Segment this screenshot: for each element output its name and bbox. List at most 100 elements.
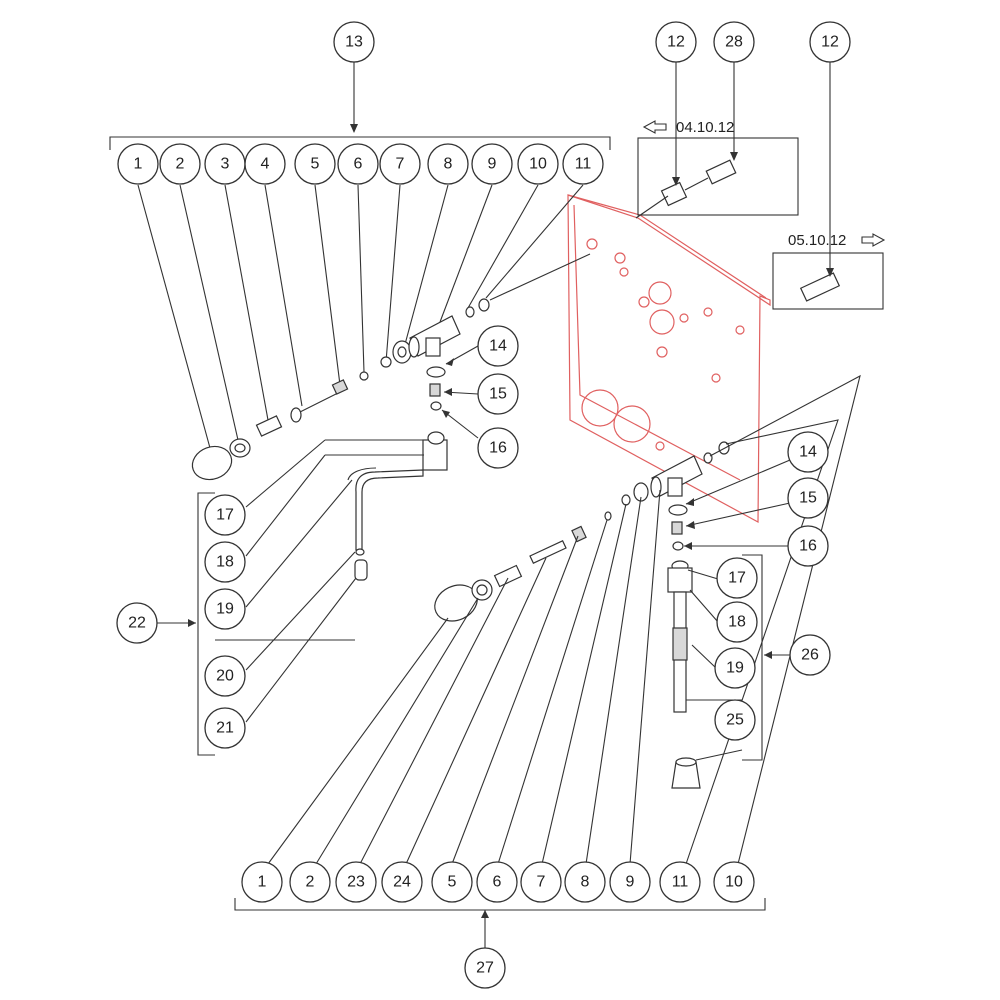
svg-text:18: 18 bbox=[216, 554, 234, 571]
leaders-top-row bbox=[137, 184, 591, 449]
callout-right-17: 17 bbox=[716, 557, 758, 599]
svg-text:12: 12 bbox=[667, 34, 685, 51]
svg-text:27: 27 bbox=[476, 960, 494, 977]
callout-left-19: 19 bbox=[204, 588, 246, 630]
knob-part bbox=[191, 445, 233, 481]
svg-text:16: 16 bbox=[799, 538, 817, 555]
right-assembly bbox=[434, 441, 733, 789]
callout-bottom-6: 6 bbox=[476, 861, 518, 903]
callout-top-3: 3 bbox=[204, 143, 246, 185]
callout-bottom-24: 24 bbox=[381, 861, 423, 903]
leaders-insets bbox=[635, 62, 834, 277]
svg-text:6: 6 bbox=[493, 874, 502, 891]
inset-top-ref: 04.10.12 bbox=[676, 119, 734, 136]
callout-top-6: 6 bbox=[337, 143, 379, 185]
svg-text:18: 18 bbox=[728, 614, 746, 631]
callout-top-1: 1 bbox=[117, 143, 159, 185]
bracket-27 bbox=[234, 898, 766, 948]
callout-inset-28: 28 bbox=[713, 21, 755, 63]
callout-right-25: 25 bbox=[714, 699, 756, 741]
svg-text:2: 2 bbox=[306, 874, 315, 891]
callout-top-4: 4 bbox=[244, 143, 286, 185]
callout-27: 27 bbox=[464, 947, 506, 989]
bracket-13 bbox=[109, 62, 611, 150]
left-assembly bbox=[191, 298, 490, 581]
svg-text:8: 8 bbox=[581, 874, 590, 891]
callout-right-16: 16 bbox=[787, 525, 829, 567]
svg-text:9: 9 bbox=[626, 874, 635, 891]
callout-bottom-11: 11 bbox=[659, 861, 701, 903]
svg-text:16: 16 bbox=[489, 440, 507, 457]
callout-bottom-1: 1 bbox=[241, 861, 283, 903]
svg-text:19: 19 bbox=[216, 601, 234, 618]
svg-text:10: 10 bbox=[725, 874, 743, 891]
callout-bottom-23: 23 bbox=[335, 861, 377, 903]
inset-box-right: 05.10.12 bbox=[772, 232, 886, 310]
svg-text:5: 5 bbox=[311, 156, 320, 173]
svg-text:14: 14 bbox=[489, 338, 507, 355]
svg-text:15: 15 bbox=[799, 490, 817, 507]
svg-text:11: 11 bbox=[575, 156, 592, 173]
callout-right-18: 18 bbox=[716, 601, 758, 643]
callout-inset-12: 12 bbox=[655, 21, 697, 63]
callout-right-14: 14 bbox=[787, 431, 829, 473]
callout-bottom-9: 9 bbox=[609, 861, 651, 903]
callout-left-14: 14 bbox=[477, 325, 519, 367]
callout-22: 22 bbox=[116, 602, 158, 644]
svg-text:26: 26 bbox=[801, 647, 819, 664]
svg-text:2: 2 bbox=[176, 156, 185, 173]
svg-text:9: 9 bbox=[488, 156, 497, 173]
svg-text:6: 6 bbox=[354, 156, 363, 173]
svg-text:1: 1 bbox=[134, 156, 143, 173]
callout-left-18: 18 bbox=[204, 541, 246, 583]
callout-left-16: 16 bbox=[477, 427, 519, 469]
svg-text:7: 7 bbox=[396, 156, 405, 173]
svg-text:28: 28 bbox=[725, 34, 743, 51]
callout-top-11: 11 bbox=[562, 143, 604, 185]
svg-text:10: 10 bbox=[529, 156, 547, 173]
bracket-22 bbox=[157, 439, 428, 756]
callout-bottom-2: 2 bbox=[289, 861, 331, 903]
callout-left-21: 21 bbox=[204, 707, 246, 749]
svg-text:24: 24 bbox=[393, 874, 411, 891]
callout-right-19: 19 bbox=[714, 647, 756, 689]
svg-text:23: 23 bbox=[347, 874, 365, 891]
svg-text:25: 25 bbox=[726, 712, 744, 729]
callout-top-8: 8 bbox=[427, 143, 469, 185]
callout-bottom-10: 10 bbox=[713, 861, 755, 903]
svg-text:14: 14 bbox=[799, 444, 817, 461]
svg-text:15: 15 bbox=[489, 386, 507, 403]
inset-box-top: 04.10.12 bbox=[637, 119, 799, 216]
callout-top-7: 7 bbox=[379, 143, 421, 185]
leaders-right bbox=[684, 459, 792, 761]
callout-13: 13 bbox=[333, 21, 375, 63]
leaders-left-extra bbox=[441, 345, 479, 439]
callout-top-10: 10 bbox=[517, 143, 559, 185]
svg-text:7: 7 bbox=[537, 874, 546, 891]
callout-left-17: 17 bbox=[204, 494, 246, 536]
svg-text:5: 5 bbox=[448, 874, 457, 891]
svg-text:19: 19 bbox=[726, 660, 744, 677]
callout-26: 26 bbox=[789, 634, 831, 676]
callout-left-20: 20 bbox=[204, 655, 246, 697]
callout-top-5: 5 bbox=[294, 143, 336, 185]
callout-bottom-7: 7 bbox=[520, 861, 562, 903]
svg-text:21: 21 bbox=[216, 720, 234, 737]
svg-text:22: 22 bbox=[128, 615, 146, 632]
svg-text:12: 12 bbox=[821, 34, 839, 51]
machine-panel bbox=[567, 194, 771, 524]
svg-text:20: 20 bbox=[216, 668, 234, 685]
svg-text:17: 17 bbox=[728, 570, 746, 587]
svg-text:3: 3 bbox=[221, 156, 230, 173]
callout-bottom-8: 8 bbox=[564, 861, 606, 903]
callout-top-2: 2 bbox=[159, 143, 201, 185]
svg-text:13: 13 bbox=[345, 34, 363, 51]
inset-right-ref: 05.10.12 bbox=[788, 232, 846, 249]
arrow-right-icon bbox=[861, 233, 886, 247]
callout-right-15: 15 bbox=[787, 477, 829, 519]
svg-text:1: 1 bbox=[258, 874, 267, 891]
callout-inset-right-12: 12 bbox=[809, 21, 851, 63]
svg-text:8: 8 bbox=[444, 156, 453, 173]
